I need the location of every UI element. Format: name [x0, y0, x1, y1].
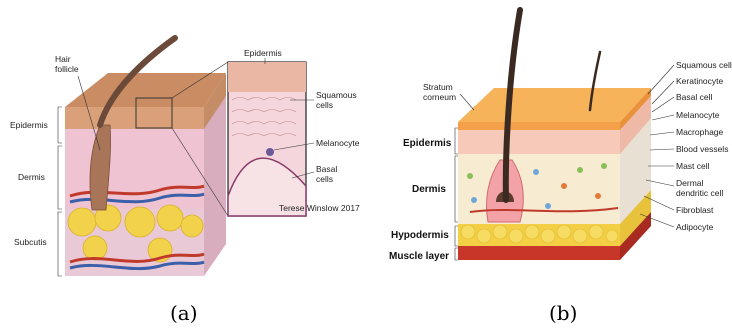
label-basal-2: cells	[316, 174, 333, 184]
label-mast-cell: Mast cell	[676, 161, 710, 171]
label-keratinocyte: Keratinocyte	[676, 76, 724, 86]
label-squamous-1: Squamous	[316, 90, 357, 100]
label-hair-follicle-1: Hair	[55, 54, 71, 64]
label-hair-follicle-2: follicle	[55, 64, 79, 74]
right-labels-group: Squamous cells Keratinocyte Basal cell M…	[676, 60, 732, 232]
panel-b-illustration	[458, 10, 651, 260]
label-stratum-1: Stratum	[423, 82, 453, 92]
label-dendritic-2: dendritic cell	[676, 188, 723, 198]
caption-b: (b)	[549, 301, 577, 325]
credit-text: Terese Winslow 2017	[279, 203, 360, 213]
label-dermis: Dermis	[18, 172, 45, 182]
label-blood-vessels: Blood vessels	[676, 144, 728, 154]
label-melanocyte-b: Melanocyte	[676, 110, 720, 120]
label-epidermis-top: Epidermis	[244, 48, 282, 58]
label-squamous-2: cells	[316, 100, 333, 110]
label-dendritic-1: Dermal	[676, 178, 704, 188]
label-squamous-cells-b: Squamous cells	[676, 60, 732, 70]
panel-a-illustration: Terese Winslow 2017	[65, 38, 360, 276]
label-epidermis-side: Epidermis	[10, 120, 48, 130]
label-basal-cell: Basal cell	[676, 92, 712, 102]
label-basal-1: Basal	[316, 164, 337, 174]
label-melanocyte: Melanocyte	[316, 138, 360, 148]
caption-a: (a)	[170, 301, 198, 325]
label-b-muscle: Muscle layer	[389, 251, 449, 262]
label-b-hypodermis: Hypodermis	[391, 230, 449, 241]
label-macrophage: Macrophage	[676, 127, 724, 137]
label-subcutis: Subcutis	[14, 237, 47, 247]
label-b-dermis: Dermis	[412, 184, 446, 195]
label-b-epidermis: Epidermis	[403, 138, 452, 149]
label-stratum-2: corneum	[423, 92, 456, 102]
label-fibroblast: Fibroblast	[676, 205, 714, 215]
label-adipocyte: Adipocyte	[676, 222, 714, 232]
